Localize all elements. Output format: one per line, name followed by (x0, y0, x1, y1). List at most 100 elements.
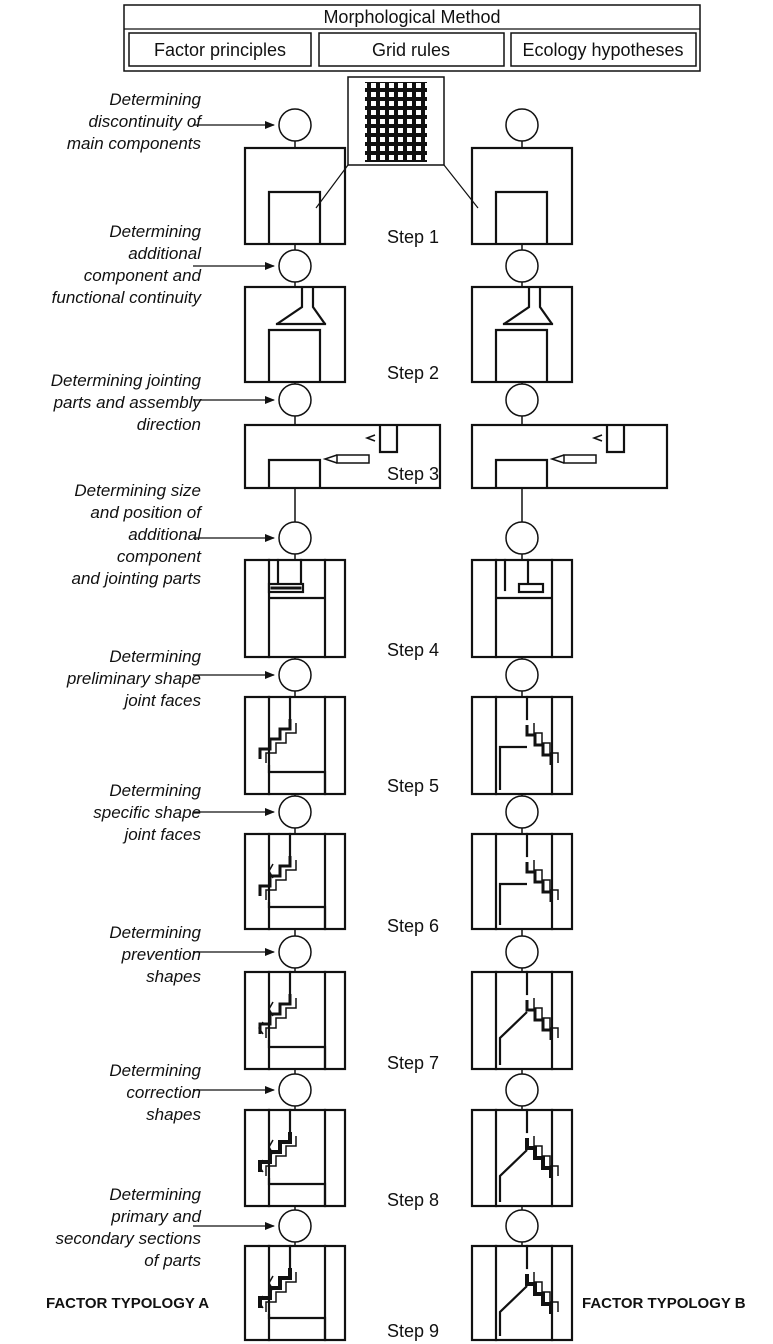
step-7-a (243, 935, 347, 1074)
main-component (267, 190, 322, 244)
annotation-line: component (117, 547, 202, 566)
main-component (498, 1011, 528, 1065)
joint-face (265, 1272, 297, 1312)
joint-face (533, 860, 559, 900)
correction-shape (258, 1021, 264, 1035)
component-frame (470, 285, 574, 384)
joint-face (525, 1000, 553, 1040)
annotation-line: component and (84, 266, 202, 285)
main-component (267, 765, 327, 794)
component-frame (243, 1108, 347, 1208)
correction-shape (258, 1295, 264, 1309)
component-frame (470, 1244, 574, 1342)
annotation-line: specific shape (93, 803, 201, 822)
additional-component (311, 287, 326, 325)
step-6-b (470, 795, 574, 936)
joint-face (258, 719, 292, 759)
main-component (498, 1149, 528, 1202)
step-4-a (243, 521, 347, 659)
annotation-line: Determining jointing (51, 371, 202, 390)
step-node (278, 1073, 312, 1107)
additional-component (605, 425, 626, 454)
main-component (498, 882, 527, 925)
step-node (505, 521, 539, 555)
step-1-a (243, 108, 347, 250)
joint-face (525, 1138, 553, 1178)
joint-face (525, 725, 553, 765)
joint-face (533, 1136, 559, 1176)
annotation-line: secondary sections (55, 1229, 201, 1248)
joint-face (265, 1136, 297, 1176)
correction-shape (258, 1159, 264, 1173)
step-5-a (243, 658, 347, 796)
annotation-line: Determining (109, 647, 201, 666)
typology-b-column (470, 108, 669, 1342)
joint-face (265, 723, 297, 763)
step-label: Step 3 (387, 464, 439, 484)
annotation-line: functional continuity (52, 288, 203, 307)
main-component (267, 1178, 327, 1206)
annotation-line: primary and (110, 1207, 201, 1226)
main-component (267, 328, 322, 382)
annotation-line: additional (128, 525, 202, 544)
prevention-shape (268, 1139, 274, 1155)
annotation-line: Determining size (74, 481, 201, 500)
component-frame (243, 423, 442, 490)
step-node (278, 795, 312, 829)
step-label: Step 5 (387, 776, 439, 796)
step-3-b (470, 383, 669, 522)
annotation-line: Determining (109, 1185, 201, 1204)
step-node (505, 108, 539, 142)
step-node (505, 383, 539, 417)
jointing-part-tip (549, 454, 565, 464)
joint-face (525, 1274, 553, 1314)
step-node (278, 658, 312, 692)
main-component (498, 745, 527, 790)
step-label: Step 6 (387, 916, 439, 936)
main-component (267, 1314, 327, 1340)
component-frame (243, 832, 347, 931)
grid-pattern-icon (315, 76, 479, 209)
step-node (505, 1209, 539, 1243)
component-frame (243, 558, 347, 659)
annotation-line: shapes (146, 967, 201, 986)
typology-a-label: FACTOR TYPOLOGY A (46, 1295, 209, 1312)
grid-rules-label: Grid rules (372, 40, 450, 60)
step-node (278, 935, 312, 969)
additional-component (503, 287, 531, 325)
annotation-line: correction (126, 1083, 201, 1102)
annotation-line: joint faces (122, 691, 201, 710)
step-2-a (243, 249, 347, 384)
header-title: Morphological Method (323, 7, 500, 27)
additional-component (538, 287, 553, 325)
step-node (278, 249, 312, 283)
annotation-line: Determining (109, 923, 201, 942)
step-label: Step 4 (387, 640, 439, 660)
annotation-line: additional (128, 244, 202, 263)
main-component (267, 902, 327, 929)
annotation-line: main components (67, 134, 202, 153)
annotation-line: shapes (146, 1105, 201, 1124)
component-frame (470, 423, 669, 490)
main-component (494, 190, 549, 244)
step-node (505, 249, 539, 283)
component-frame (470, 558, 574, 659)
ecology-hypotheses-box (510, 32, 697, 67)
step-node (278, 383, 312, 417)
step-node (505, 658, 539, 692)
step-1-b (470, 108, 574, 250)
